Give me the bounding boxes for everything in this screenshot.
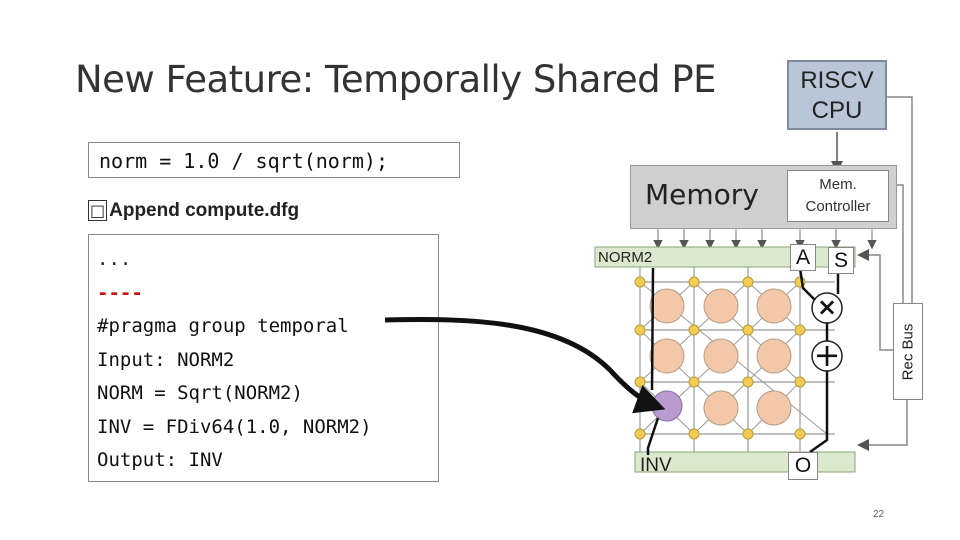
port-o-box: O — [788, 452, 818, 480]
cpu-label-line1: RISCV — [800, 67, 874, 94]
cpu-label-line2: CPU — [811, 97, 863, 124]
mem-controller-line2: Controller — [805, 198, 871, 215]
code-line-input: Input: NORM2 — [97, 348, 235, 371]
code-line-inv: INV = FDiv64(1.0, NORM2) — [97, 415, 372, 438]
add-symbol: + — [813, 336, 841, 374]
rec-bus-box: Rec Bus — [893, 303, 923, 400]
bullet-icon: □ — [88, 200, 108, 221]
slide-title: New Feature: Temporally Shared PE — [75, 58, 717, 101]
riscv-cpu-box: RISCV CPU — [787, 60, 887, 130]
pragma-arrow — [384, 317, 666, 414]
memory-controller-box: Mem. Controller — [787, 170, 889, 222]
code-line-pragma: #pragma group temporal — [97, 315, 349, 337]
memory-label: Memory — [645, 178, 759, 211]
append-heading: □Append compute.dfg — [88, 200, 299, 222]
memory-port-arrows — [653, 227, 877, 250]
code-line-norm: NORM = Sqrt(NORM2) — [97, 382, 303, 404]
switch-array — [634, 276, 806, 440]
dataflow-paths — [646, 267, 840, 455]
source-code-box: norm = 1.0 / sqrt(norm); — [88, 142, 460, 178]
output-port-label: INV — [640, 455, 672, 476]
dfg-code-box: ... ---- #pragma group temporal Input: N… — [88, 234, 439, 482]
page-number: 22 — [873, 509, 885, 520]
pe-array — [649, 288, 792, 426]
multiply-symbol: × — [817, 293, 838, 321]
input-port-label: NORM2 — [598, 249, 653, 266]
code-line-separator: ---- — [97, 281, 143, 304]
append-label: Append compute.dfg — [109, 200, 300, 221]
rec-bus-label: Rec Bus — [899, 323, 917, 380]
source-code-line: norm = 1.0 / sqrt(norm); — [99, 149, 388, 173]
code-line-ellipsis: ... — [97, 248, 132, 270]
shared-pe — [651, 390, 683, 422]
port-s-box: S — [828, 247, 854, 274]
mem-controller-line1: Mem. — [819, 176, 857, 193]
port-a-box: A — [790, 244, 816, 271]
code-line-output: Output: INV — [97, 449, 223, 471]
